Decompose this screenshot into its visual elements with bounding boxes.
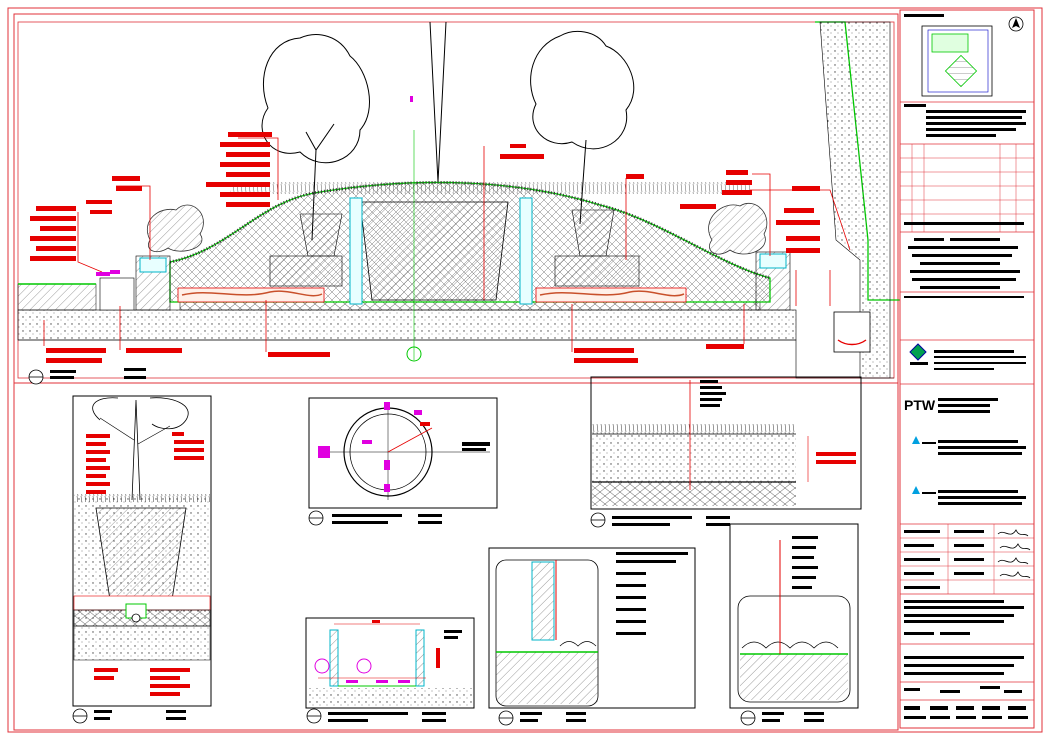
dimension-marks (96, 96, 413, 276)
title-block: PTW (899, 9, 1035, 729)
detail-bench-section (305, 617, 475, 724)
detail-paving-layers (590, 376, 862, 528)
detail-tree-pit-labels (86, 432, 204, 696)
detail-drainage-cell (729, 523, 859, 726)
shrub-outline-icon (147, 203, 768, 255)
main-section-leaders (43, 137, 851, 352)
section-marker-icon (72, 708, 186, 724)
company-logo: PTW (904, 397, 936, 413)
main-section-labels (30, 132, 820, 363)
detail-ring-plan (308, 397, 498, 526)
tree-outline-icon (261, 21, 635, 241)
main-section-elevation (17, 21, 900, 379)
section-marker-icon (28, 130, 422, 385)
detail-tree-pit (72, 395, 212, 707)
sheet-border (7, 7, 1043, 733)
detail-wall-edge (488, 547, 696, 726)
